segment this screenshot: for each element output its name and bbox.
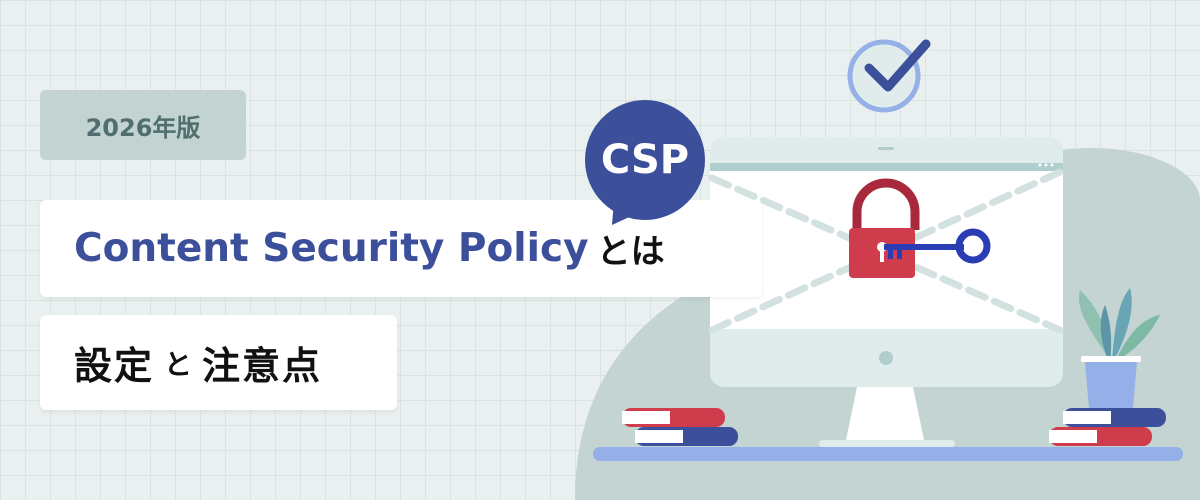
shelf [593, 447, 1183, 461]
books-left-icon [622, 408, 738, 446]
chain-icon [708, 168, 1064, 334]
subtitle-connector: と [164, 347, 193, 381]
subtitle-part1: 設定 [74, 344, 155, 388]
books-right-icon [1049, 408, 1166, 446]
subtitle-part2: 注意点 [202, 344, 323, 388]
year-badge: 2026年版 [40, 90, 246, 160]
plant-icon [1079, 288, 1160, 408]
title-suffix: とは [596, 232, 665, 272]
key-icon [884, 228, 991, 264]
csp-speech-bubble: CSP [585, 100, 705, 220]
check-icon [847, 39, 931, 113]
title-english: Content Security Policy [74, 226, 589, 271]
subtitle-box: 設定 と 注意点 [40, 315, 397, 410]
